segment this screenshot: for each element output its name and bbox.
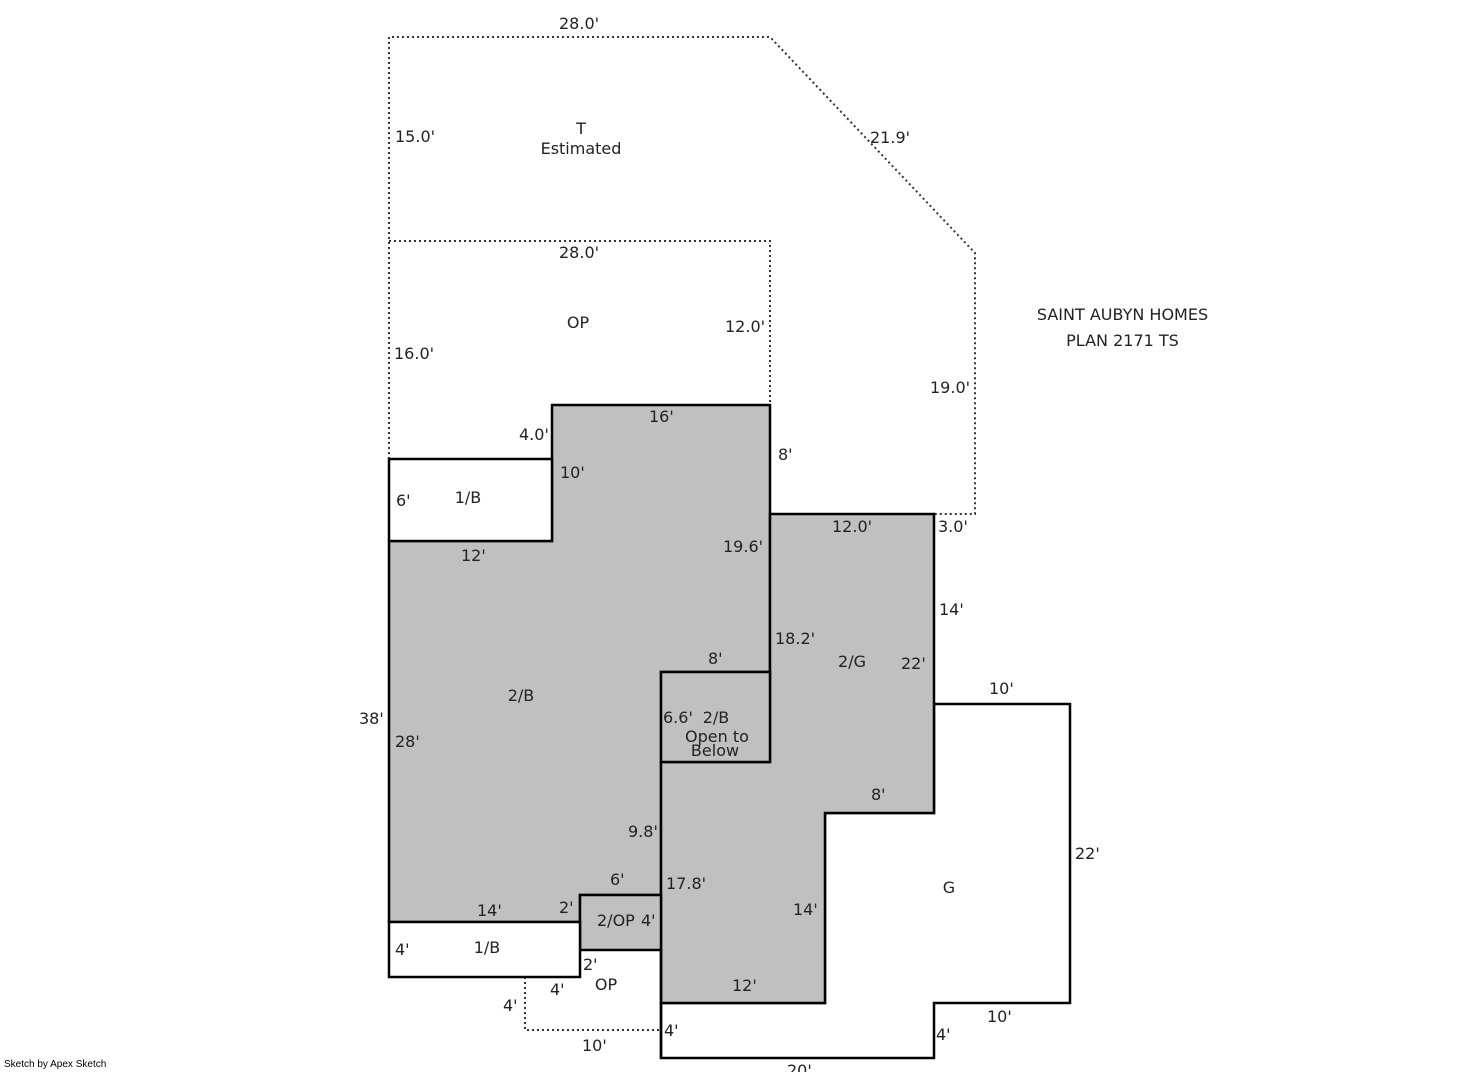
dimension-label: 8' xyxy=(708,649,723,668)
dimension-label: 10' xyxy=(582,1036,607,1055)
dimension-label: 2' xyxy=(559,898,574,917)
dimension-label: 6' xyxy=(396,491,411,510)
plan-title: SAINT AUBYN HOMES PLAN 2171 TS xyxy=(1000,302,1245,354)
dimension-label: 19.6' xyxy=(723,537,763,556)
dimension-label: 8' xyxy=(778,445,793,464)
dimension-label: 28.0' xyxy=(559,243,599,262)
dimension-label: 18.2' xyxy=(775,629,815,648)
dimension-label: 14' xyxy=(477,901,502,920)
area-label: T xyxy=(575,119,586,138)
area-label: 2/B xyxy=(703,708,730,727)
dimension-labels: 28.0' 15.0' 21.9' 28.0' 12.0' 16.0' 19.0… xyxy=(359,14,1100,1072)
second-floor-op-area xyxy=(578,893,663,952)
area-label: G xyxy=(943,878,955,897)
dimension-label: 17.8' xyxy=(666,874,706,893)
dimension-label: 20' xyxy=(787,1061,812,1072)
area-label: Open to xyxy=(685,727,749,746)
area-label: Estimated xyxy=(541,139,622,158)
dimension-label: 4' xyxy=(395,940,410,959)
dimension-label: 12' xyxy=(461,546,486,565)
dimension-label: 28.0' xyxy=(559,14,599,33)
dimension-label: 10' xyxy=(989,679,1014,698)
area-label: 1/B xyxy=(455,488,482,507)
area-label: 2/OP xyxy=(597,911,635,930)
dimension-label: 4' xyxy=(936,1025,951,1044)
dimension-label: 4.0' xyxy=(519,425,549,444)
dimension-label: 16.0' xyxy=(394,344,434,363)
area-label: 2/B xyxy=(508,686,535,705)
dimension-label: 3.0' xyxy=(938,517,968,536)
dimension-label: 4' xyxy=(641,911,656,930)
sketch-credit: Sketch by Apex Sketch xyxy=(4,1059,107,1070)
dimension-label: 14' xyxy=(939,600,964,619)
dimension-label: 14' xyxy=(793,900,818,919)
dimension-label: 16' xyxy=(649,407,674,426)
area-label: OP xyxy=(595,975,618,994)
open-to-below-area xyxy=(659,670,772,764)
terrace-outline xyxy=(388,36,976,515)
dimension-label: 38' xyxy=(359,709,384,728)
area-label: 1/B xyxy=(474,938,501,957)
dimension-label: 12' xyxy=(732,976,757,995)
dimension-label: 15.0' xyxy=(395,127,435,146)
dimension-label: 4' xyxy=(550,980,565,999)
area-label: 2/G xyxy=(838,652,866,671)
dimension-label: 28' xyxy=(395,732,420,751)
dimension-label: 22' xyxy=(901,654,926,673)
builder-name: SAINT AUBYN HOMES xyxy=(1036,305,1209,324)
dimension-label: 4' xyxy=(664,1021,679,1040)
dimension-label: 2' xyxy=(583,955,598,974)
dimension-label: 10' xyxy=(987,1007,1012,1026)
dimension-label: 12.0' xyxy=(725,317,765,336)
dimension-label: 4' xyxy=(503,996,518,1015)
dimension-label: 9.8' xyxy=(628,822,658,841)
open-porch-top-outline xyxy=(389,240,771,405)
first-floor-b-top-area xyxy=(387,457,554,543)
dimension-label: 6.6' xyxy=(663,708,693,727)
area-label: OP xyxy=(567,313,590,332)
area-label: Below xyxy=(691,741,739,760)
dimension-label: 22' xyxy=(1075,844,1100,863)
dimension-label: 10' xyxy=(560,463,585,482)
plan-name: PLAN 2171 TS xyxy=(1066,331,1179,350)
open-porch-bottom-outline xyxy=(524,977,661,1031)
first-floor-b-bottom-area xyxy=(387,920,582,979)
dimension-label: 6' xyxy=(610,870,625,889)
dimension-label: 8' xyxy=(871,785,886,804)
dimension-label: 21.9' xyxy=(870,128,910,147)
area-labels: T Estimated OP 1/B 2/B 2/G 2/B Open to B… xyxy=(455,119,955,994)
dimension-label: 12.0' xyxy=(832,517,872,536)
dimension-label: 19.0' xyxy=(930,378,970,397)
